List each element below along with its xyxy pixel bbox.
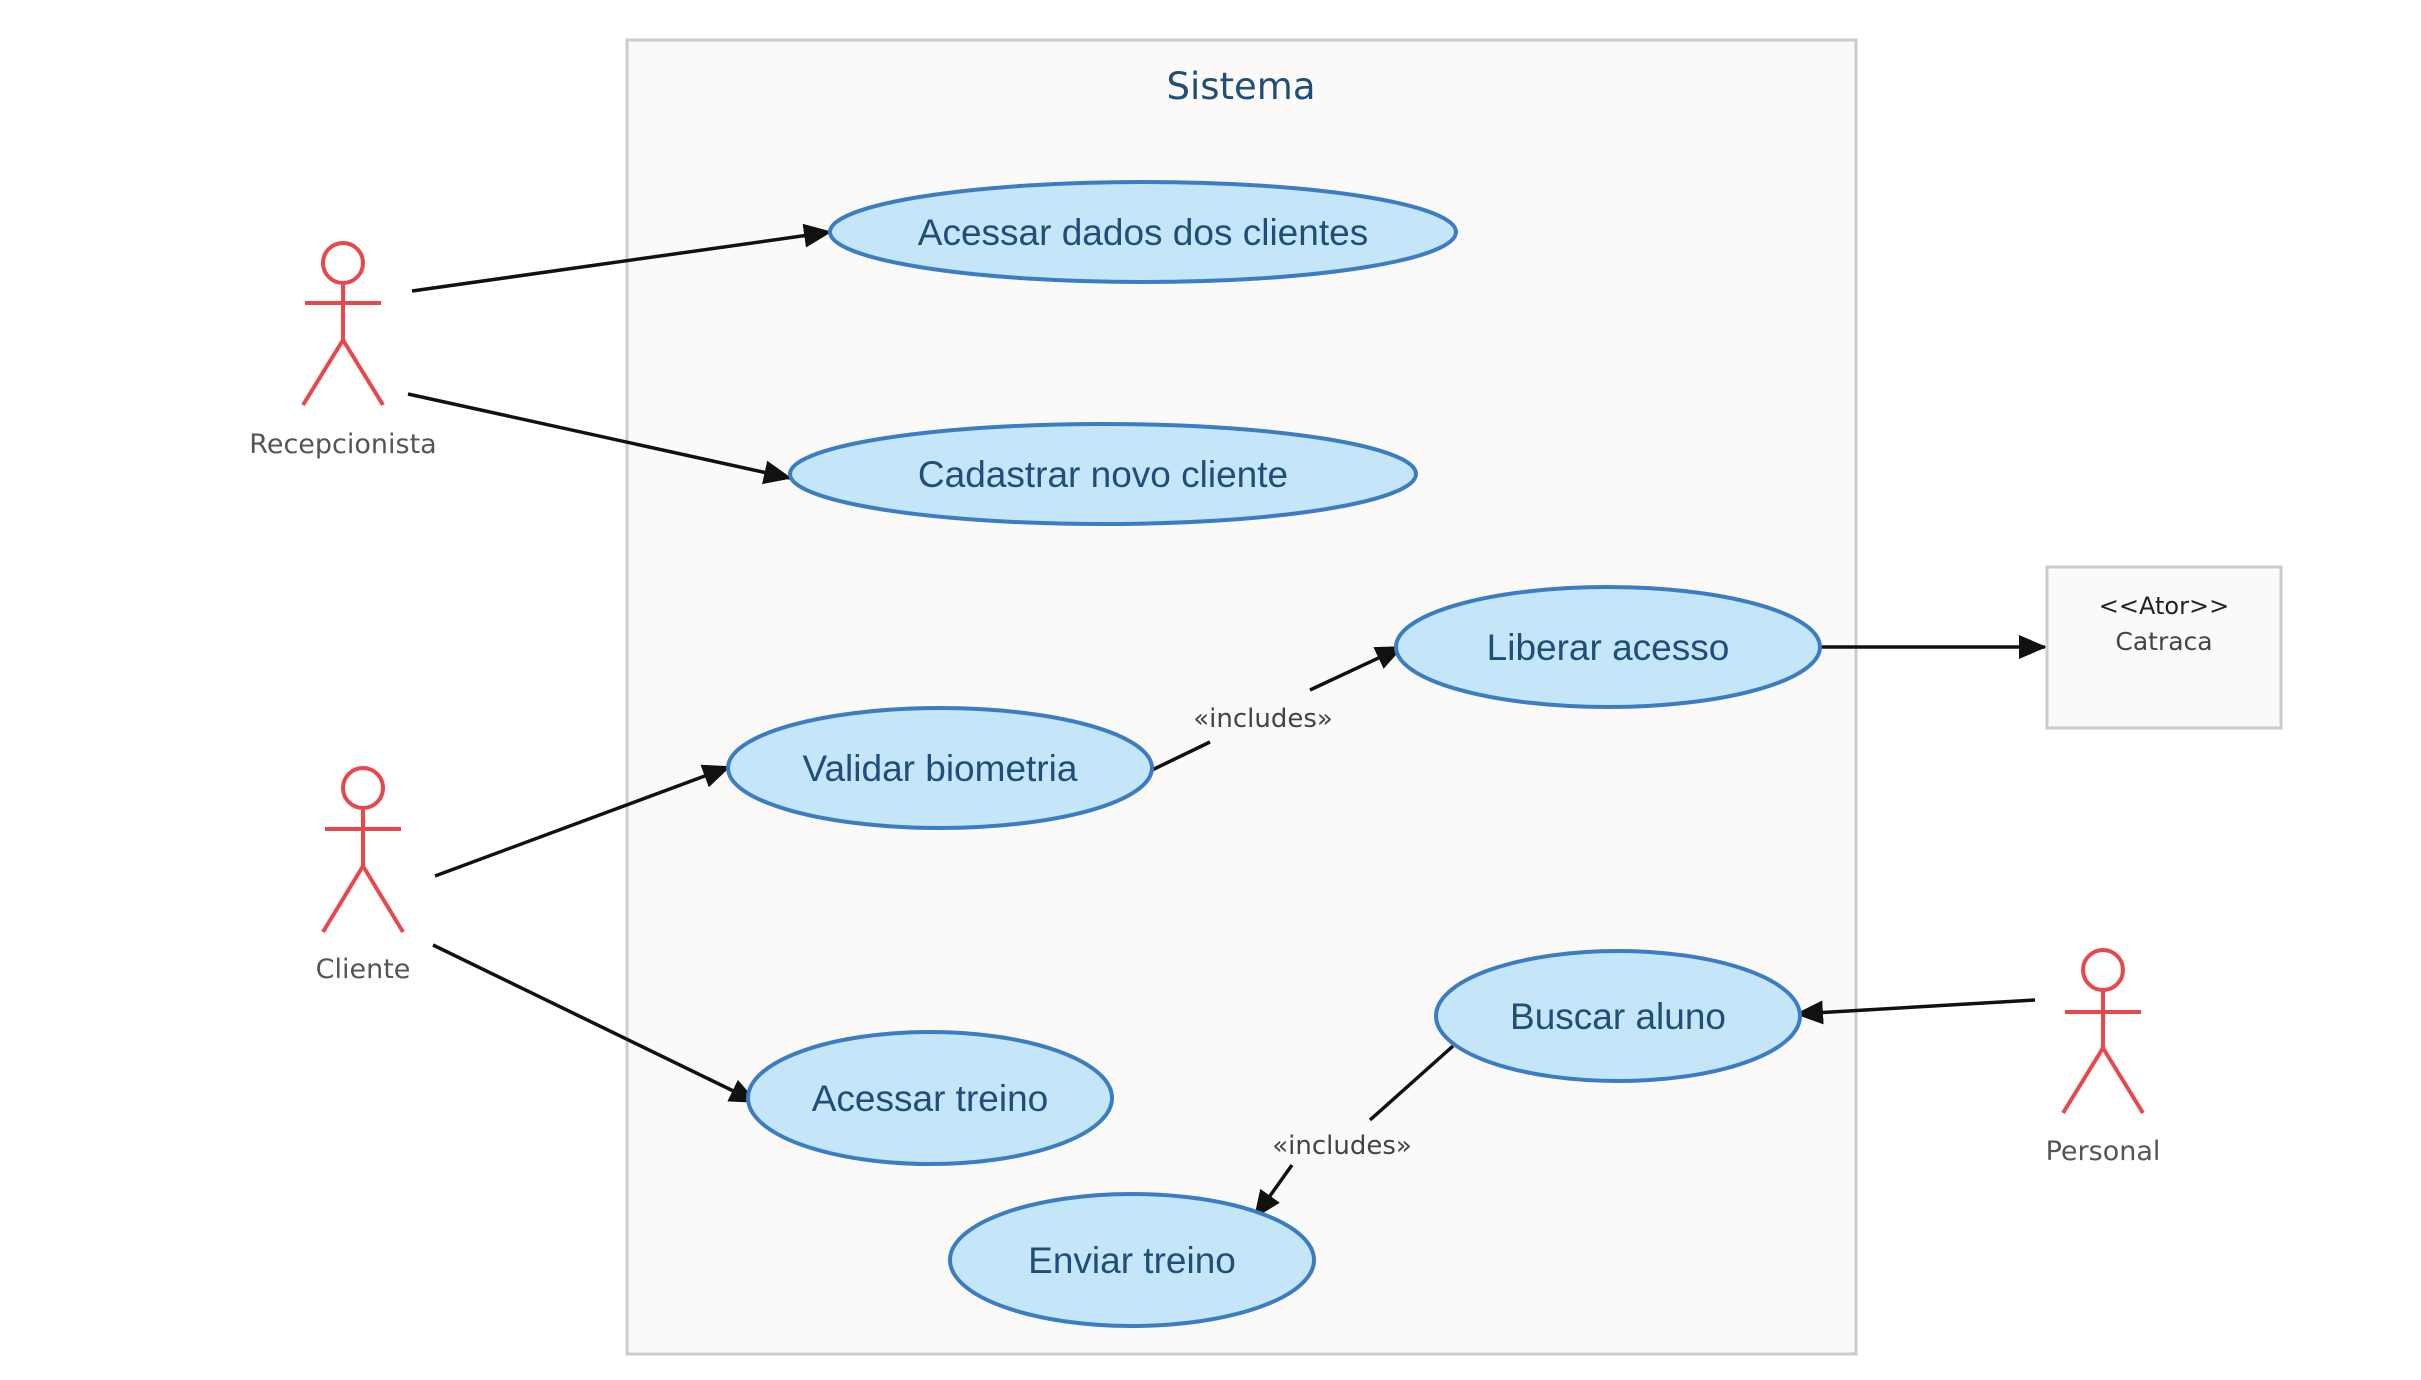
include-line-validar-part2 (1309, 645, 1404, 692)
use-case-label: Cadastrar novo cliente (918, 454, 1288, 495)
actor-recepcionista[interactable]: Recepcionista (249, 241, 437, 460)
use-case-cadastrar[interactable]: Cadastrar novo cliente (788, 422, 1418, 526)
use-case-enviar-treino[interactable]: Enviar treino (948, 1192, 1316, 1328)
actor-catraca[interactable]: <<Ator>> Catraca (2045, 565, 2283, 730)
includes-label-2: «includes» (1272, 1131, 1412, 1161)
include-line-validar-part1 (1151, 740, 1211, 772)
use-case-label: Validar biometria (803, 748, 1078, 789)
catraca-box (2045, 565, 2283, 730)
assoc-cliente-acessar-treino (432, 943, 758, 1104)
assoc-cliente-validar (434, 764, 731, 878)
assoc-recepcionista-cadastrar (407, 392, 792, 485)
includes-label-1: «includes» (1193, 704, 1333, 734)
use-case-label: Liberar acesso (1487, 627, 1730, 668)
actor-cliente[interactable]: Cliente (316, 766, 411, 985)
catraca-stereotype: <<Ator>> (2099, 592, 2229, 620)
include-line-buscar-part1 (1368, 1044, 1455, 1122)
system-title: Sistema (1166, 65, 1315, 108)
stick-figure-icon (321, 766, 405, 934)
catraca-name: Catraca (2115, 627, 2212, 656)
stick-figure-icon (301, 241, 385, 407)
use-case-label: Acessar treino (812, 1078, 1049, 1119)
use-case-buscar[interactable]: Buscar aluno (1434, 949, 1802, 1083)
stick-figure-icon (2061, 948, 2145, 1115)
use-case-label: Acessar dados dos clientes (918, 212, 1368, 253)
assoc-recepcionista-acessar-dados (411, 223, 832, 293)
actor-label: Recepcionista (249, 429, 436, 460)
actor-label: Cliente (316, 954, 411, 985)
actor-personal[interactable]: Personal (2046, 948, 2161, 1167)
associations (407, 223, 2047, 1219)
use-case-acessar-treino[interactable]: Acessar treino (746, 1030, 1114, 1166)
use-case-acessar-dados[interactable]: Acessar dados dos clientes (828, 180, 1458, 284)
use-case-validar[interactable]: Validar biometria (726, 706, 1154, 830)
use-case-label: Buscar aluno (1510, 996, 1726, 1037)
use-case-liberar[interactable]: Liberar acesso (1394, 585, 1822, 709)
use-case-label: Enviar treino (1028, 1240, 1236, 1281)
include-line-buscar-part2 (1253, 1163, 1294, 1219)
actor-label: Personal (2046, 1136, 2161, 1167)
assoc-personal-buscar (1795, 998, 2036, 1025)
